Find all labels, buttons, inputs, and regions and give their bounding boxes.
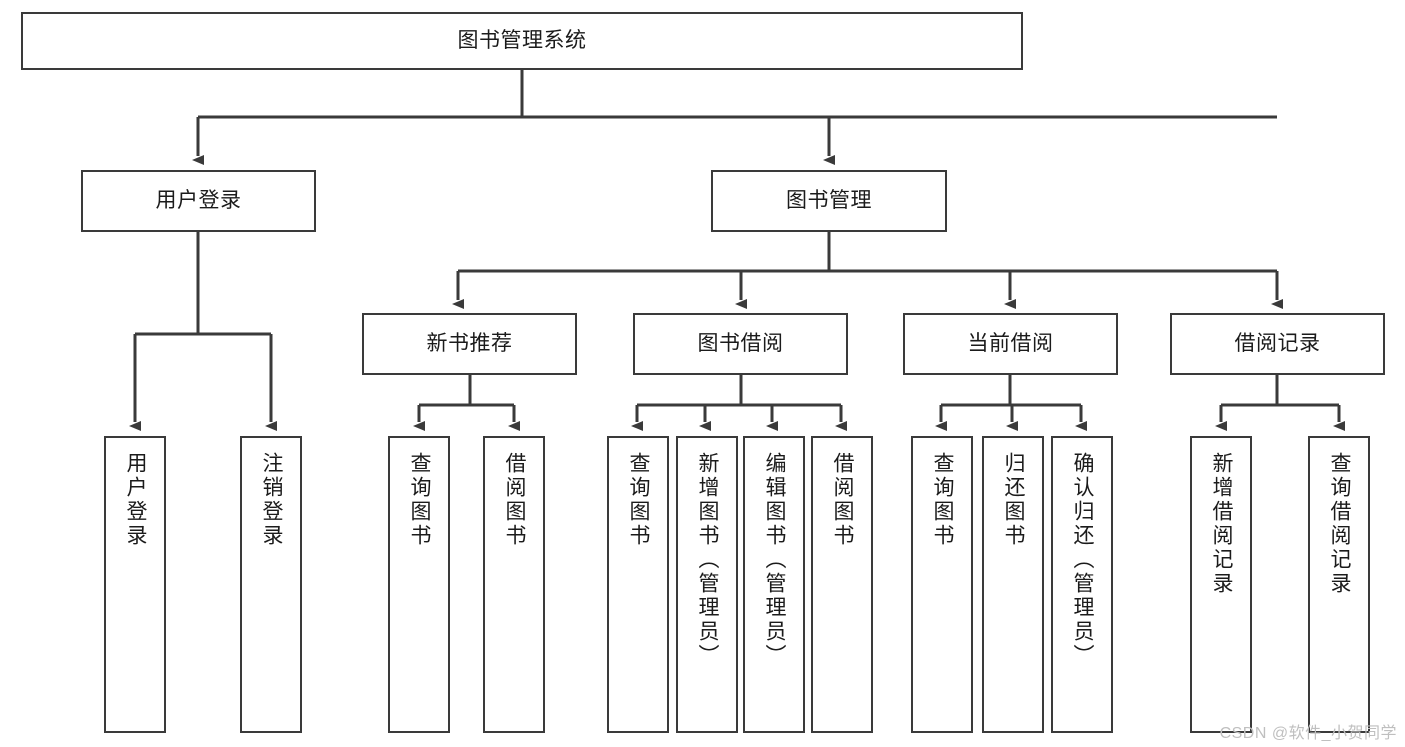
node-level2-new-book-recommend[interactable]: 新书推荐 bbox=[362, 313, 577, 375]
node-level1-book-management[interactable]: 图书管理 bbox=[711, 170, 947, 232]
leaf-label: 编辑图书（管理员） bbox=[763, 452, 787, 668]
node-level2-book-borrow[interactable]: 图书借阅 bbox=[633, 313, 848, 375]
leaf-label: 新增借阅记录 bbox=[1210, 452, 1234, 596]
node-label: 借阅记录 bbox=[1234, 332, 1321, 356]
node-level2-borrow-record[interactable]: 借阅记录 bbox=[1170, 313, 1385, 375]
leaf-label: 查询图书 bbox=[627, 452, 651, 548]
leaf-confirm-return-admin[interactable]: 确认归还（管理员） bbox=[1051, 436, 1113, 733]
leaf-add-borrow-record[interactable]: 新增借阅记录 bbox=[1190, 436, 1252, 733]
node-root-label: 图书管理系统 bbox=[457, 29, 587, 53]
node-label: 用户登录 bbox=[155, 189, 242, 213]
node-root[interactable]: 图书管理系统 bbox=[21, 12, 1023, 70]
leaf-query-book-borrow[interactable]: 查询图书 bbox=[607, 436, 669, 733]
leaf-label: 注销登录 bbox=[260, 452, 284, 548]
leaf-edit-book-admin[interactable]: 编辑图书（管理员） bbox=[743, 436, 805, 733]
leaf-label: 确认归还（管理员） bbox=[1071, 452, 1095, 668]
leaf-add-book-admin[interactable]: 新增图书（管理员） bbox=[676, 436, 738, 733]
leaf-user-login[interactable]: 用户登录 bbox=[104, 436, 166, 733]
leaf-label: 用户登录 bbox=[124, 452, 148, 548]
leaf-label: 查询借阅记录 bbox=[1328, 452, 1352, 596]
leaf-query-borrow-record[interactable]: 查询借阅记录 bbox=[1308, 436, 1370, 733]
csdn-watermark: CSDN @软件_小贺同学 bbox=[1219, 725, 1397, 742]
leaf-lend-book[interactable]: 借阅图书 bbox=[811, 436, 873, 733]
leaf-label: 查询图书 bbox=[931, 452, 955, 548]
leaf-label: 归还图书 bbox=[1002, 452, 1026, 548]
leaf-borrow-book-newbook[interactable]: 借阅图书 bbox=[483, 436, 545, 733]
node-label: 图书借阅 bbox=[697, 332, 784, 356]
node-label: 新书推荐 bbox=[426, 332, 513, 356]
leaf-label: 查询图书 bbox=[408, 452, 432, 548]
node-level2-current-borrow[interactable]: 当前借阅 bbox=[903, 313, 1118, 375]
node-label: 图书管理 bbox=[786, 189, 872, 213]
leaf-return-book[interactable]: 归还图书 bbox=[982, 436, 1044, 733]
node-level1-user-login[interactable]: 用户登录 bbox=[81, 170, 316, 232]
leaf-label: 新增图书（管理员） bbox=[696, 452, 720, 668]
leaf-query-book-newbook[interactable]: 查询图书 bbox=[388, 436, 450, 733]
leaf-query-book-current[interactable]: 查询图书 bbox=[911, 436, 973, 733]
leaf-label: 借阅图书 bbox=[503, 452, 527, 548]
leaf-logout[interactable]: 注销登录 bbox=[240, 436, 302, 733]
node-label: 当前借阅 bbox=[967, 332, 1054, 356]
leaf-label: 借阅图书 bbox=[831, 452, 855, 548]
